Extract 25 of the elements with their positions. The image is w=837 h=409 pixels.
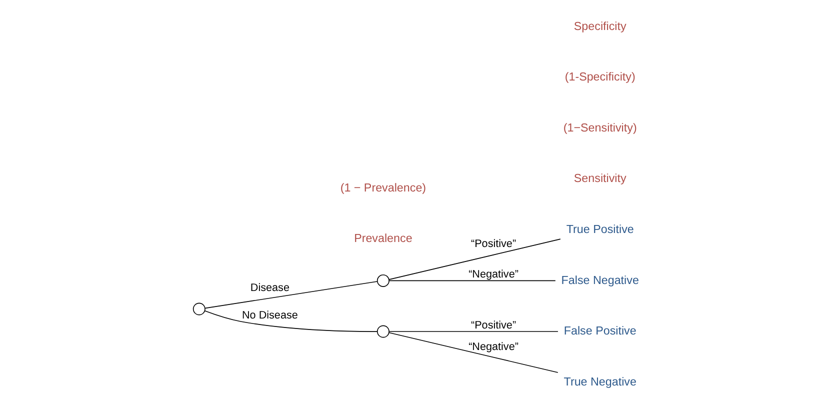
label: Prevalence	[354, 232, 412, 246]
edge-label: “Positive”	[470, 238, 516, 250]
node-circle	[192, 302, 205, 316]
node-circle	[376, 325, 389, 338]
node-text: True Positive	[566, 222, 634, 236]
connector	[388, 331, 558, 332]
edge-label: “Negative”	[468, 341, 518, 354]
label: (1-Specificity)	[564, 70, 635, 84]
connector	[388, 280, 556, 282]
edge-label: Disease	[250, 282, 289, 294]
label: (1−Sensitivity)	[562, 121, 636, 134]
node-text: True Negative	[563, 375, 636, 388]
label: Sensitivity	[573, 172, 626, 186]
node-circle	[376, 274, 389, 287]
node-text: False Positive	[563, 324, 636, 338]
edge-label: “Positive”	[470, 319, 516, 332]
edge-label: No Disease	[241, 310, 298, 322]
connector	[204, 281, 377, 309]
connector	[204, 310, 378, 332]
connector	[388, 332, 558, 373]
label: Specificity	[573, 20, 626, 33]
connector	[388, 238, 560, 280]
label: (1 − Prevalence)	[340, 181, 426, 194]
edge-label: “Negative”	[468, 268, 518, 281]
node-text: False Negative	[560, 274, 638, 287]
